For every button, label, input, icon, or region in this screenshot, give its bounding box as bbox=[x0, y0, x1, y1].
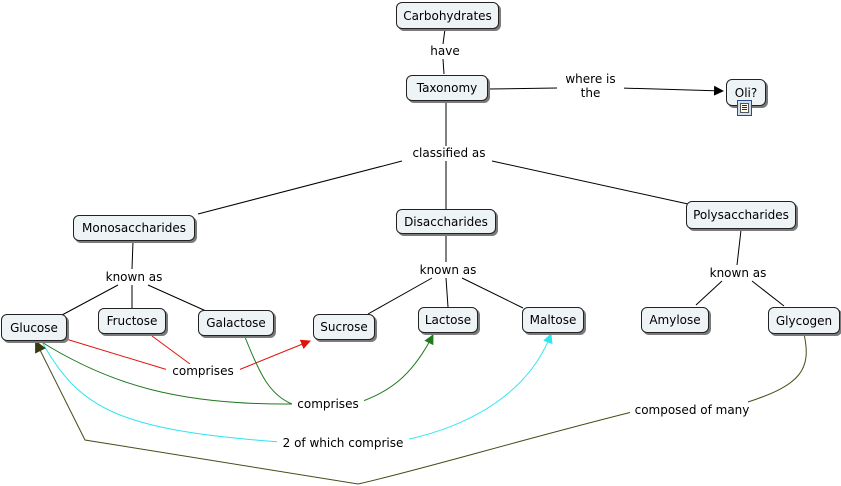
link-label-two-of-which-comprise: 2 of which comprise bbox=[277, 436, 409, 450]
node-galactose[interactable]: Galactose bbox=[198, 310, 274, 336]
link-line-glycogen-composedof bbox=[747, 333, 807, 403]
node-polysaccharides[interactable]: Polysaccharides bbox=[686, 201, 796, 229]
link-line-fructose-comprises-red bbox=[151, 335, 191, 365]
node-lactose[interactable]: Lactose bbox=[418, 307, 478, 333]
node-monosaccharides[interactable]: Monosaccharides bbox=[73, 215, 195, 241]
link-label-comprises-red: comprises bbox=[166, 364, 240, 378]
link-line-where-oli bbox=[619, 85, 724, 96]
link-line-poly-knownas bbox=[736, 229, 742, 266]
link-line-comprises-sucrose-red bbox=[235, 339, 311, 372]
link-label-known-as-mono: known as bbox=[100, 270, 168, 284]
document-icon[interactable] bbox=[737, 100, 752, 116]
link-label-classified-as: classified as bbox=[402, 146, 496, 160]
link-line-have-taxonomy bbox=[442, 58, 445, 75]
link-line-2ofwhich-maltose-cyan bbox=[404, 333, 553, 441]
link-label-where-is-the: where is the bbox=[557, 72, 624, 100]
link-line-glucose-2ofwhich-cyan bbox=[41, 341, 281, 443]
link-line-carbohydrates-have bbox=[442, 28, 446, 45]
link-line-classified-poly bbox=[491, 160, 689, 205]
link-line-classified-mono bbox=[197, 160, 403, 215]
link-line-knownas-sucrose bbox=[367, 277, 433, 315]
link-line-knownas-galactose bbox=[147, 284, 207, 312]
link-line-glucose-comprises-red bbox=[65, 338, 169, 371]
link-line-taxonomy-where bbox=[487, 87, 558, 90]
link-label-where-is: where is bbox=[565, 72, 616, 86]
link-line-mono-knownas bbox=[131, 240, 134, 270]
link-label-composed-of-many: composed of many bbox=[630, 403, 754, 417]
link-line-knownas-amylose bbox=[695, 280, 723, 306]
node-carbohydrates[interactable]: Carbohydrates bbox=[396, 2, 499, 29]
link-line-knownas-glucose bbox=[61, 284, 119, 316]
link-line-galactose-comprises-green bbox=[244, 336, 293, 405]
link-line-knownas-maltose bbox=[461, 277, 524, 309]
node-disaccharides[interactable]: Disaccharides bbox=[396, 209, 496, 234]
link-line-knownas-lactose bbox=[445, 277, 449, 308]
link-label-known-as-di: known as bbox=[414, 263, 482, 277]
link-line-knownas-glycogen bbox=[751, 280, 785, 307]
link-line-comprises-lactose-green bbox=[359, 334, 434, 403]
link-label-the: the bbox=[580, 86, 601, 100]
link-label-have: have bbox=[423, 44, 467, 58]
node-amylose[interactable]: Amylose bbox=[641, 307, 709, 333]
link-line-composedof-glucose bbox=[35, 340, 633, 485]
node-glucose[interactable]: Glucose bbox=[1, 314, 67, 341]
node-sucrose[interactable]: Sucrose bbox=[313, 314, 375, 340]
node-taxonomy[interactable]: Taxonomy bbox=[406, 75, 488, 101]
link-label-known-as-poly: known as bbox=[704, 266, 772, 280]
link-label-comprises-green: comprises bbox=[292, 397, 364, 411]
node-glycogen[interactable]: Glycogen bbox=[768, 307, 840, 334]
node-fructose[interactable]: Fructose bbox=[98, 308, 166, 334]
node-maltose[interactable]: Maltose bbox=[522, 307, 584, 333]
link-line-glucose-comprises-green bbox=[39, 340, 293, 405]
